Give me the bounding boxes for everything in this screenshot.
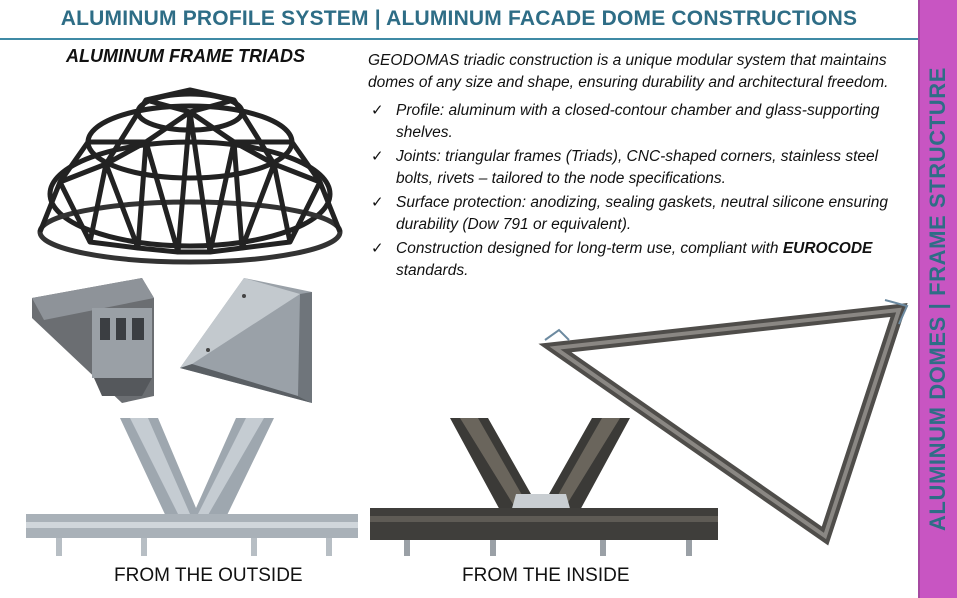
checkmark-icon: ✓: [371, 240, 384, 257]
side-band: ALUMINUM DOMES | FRAME STRUCTURE: [918, 0, 957, 598]
bullet-item: ✓ Surface protection: anodizing, sealing …: [368, 192, 914, 236]
checkmark-icon: ✓: [371, 148, 384, 165]
corner-joint-image: [180, 278, 312, 403]
bullet-text: Surface protection: anodizing, sealing g…: [396, 194, 888, 233]
description-intro: GEODOMAS triadic construction is a uniqu…: [368, 52, 889, 91]
checkmark-icon: ✓: [371, 194, 384, 211]
caption-inside: FROM THE INSIDE: [462, 565, 630, 586]
bullet-text: Construction designed for long-term use,…: [396, 240, 783, 257]
triangle-frame-image: [538, 299, 909, 546]
inside-joint-image: [370, 418, 718, 556]
bullet-item: ✓ Construction designed for long-term use…: [368, 238, 914, 282]
bullet-item: ✓ Profile: aluminum with a closed-contour…: [368, 100, 914, 144]
page-title: ALUMINUM PROFILE SYSTEM | ALUMINUM FACAD…: [0, 0, 918, 40]
bullet-item: ✓ Joints: triangular frames (Triads), CNC…: [368, 146, 914, 190]
bullet-list: ✓ Profile: aluminum with a closed-contour…: [368, 100, 914, 282]
section-subtitle: ALUMINUM FRAME TRIADS: [66, 46, 305, 66]
description-block: GEODOMAS triadic construction is a uniqu…: [368, 50, 914, 284]
bullet-text: Profile: aluminum with a closed-contour …: [396, 102, 880, 141]
profile-section-image: [32, 278, 154, 403]
bullet-text-end: standards.: [396, 262, 469, 279]
checkmark-icon: ✓: [371, 102, 384, 119]
side-band-label: ALUMINUM DOMES | FRAME STRUCTURE: [925, 66, 951, 532]
bullet-text: Joints: triangular frames (Triads), CNC-…: [396, 148, 879, 187]
outside-joint-image: [26, 418, 358, 556]
caption-outside: FROM THE OUTSIDE: [114, 565, 303, 586]
eurocode-emphasis: EUROCODE: [782, 240, 873, 257]
dome-illustration: [37, 87, 343, 265]
